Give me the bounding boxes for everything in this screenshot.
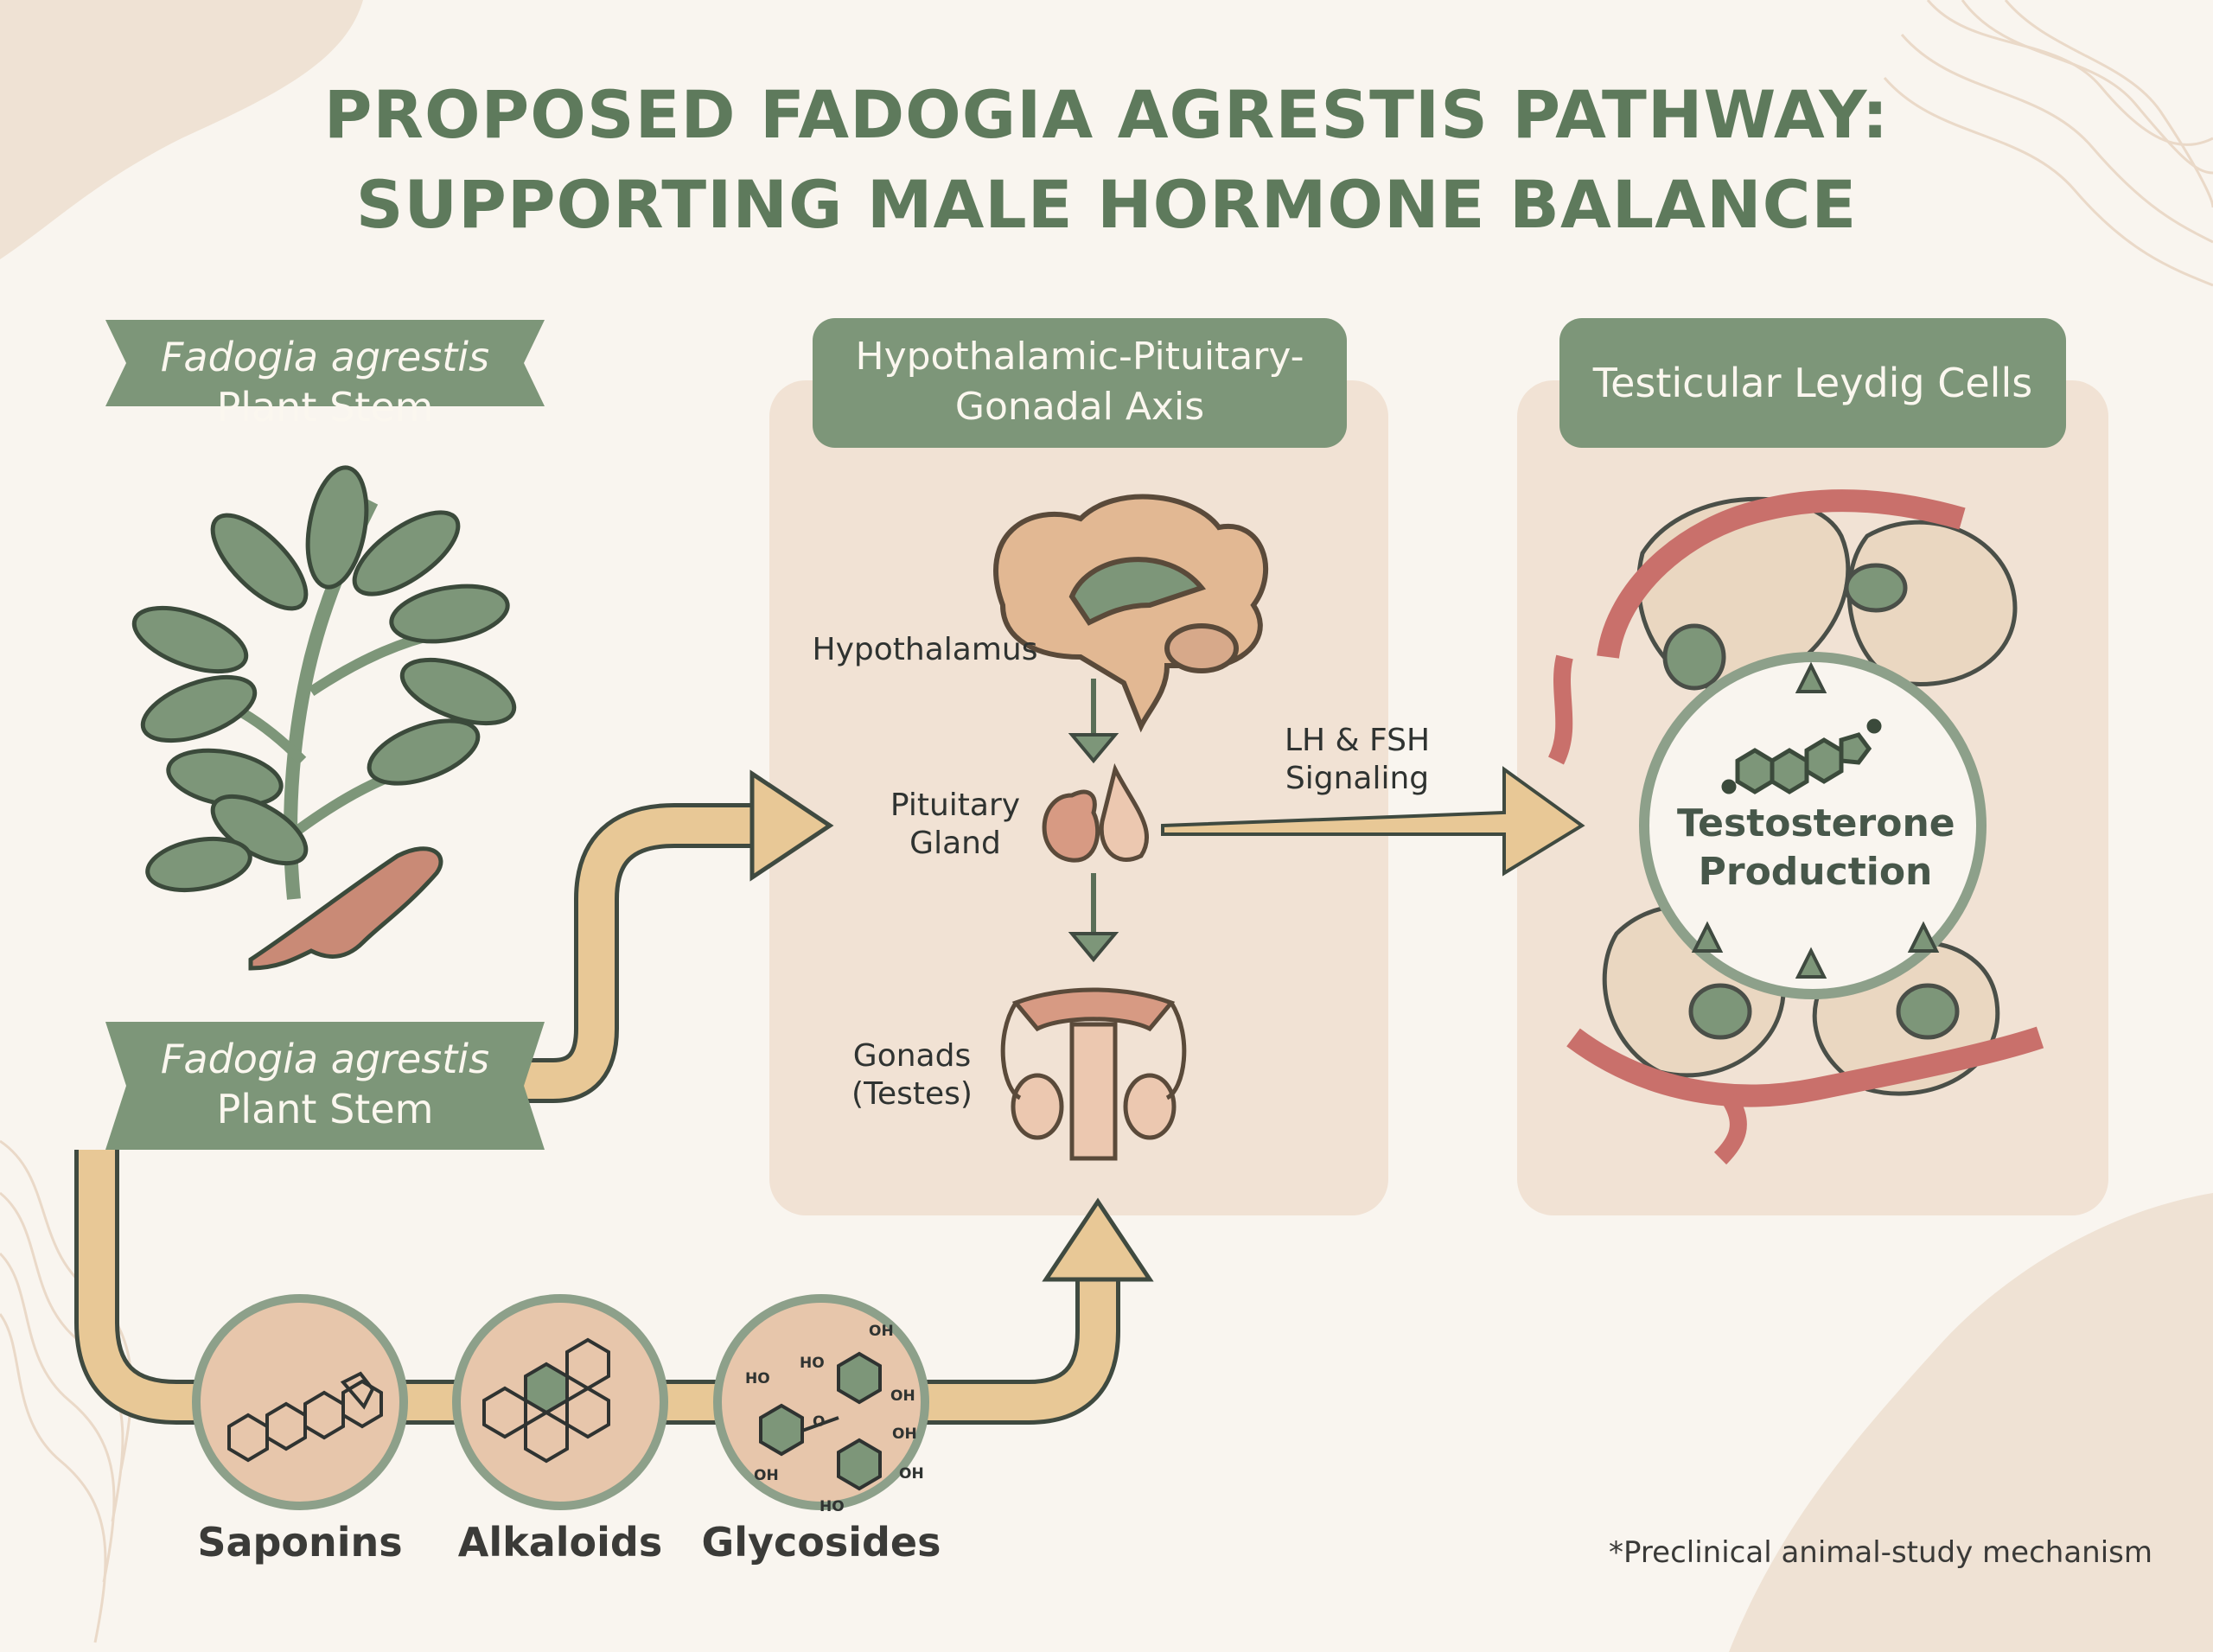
plant-illustration bbox=[131, 465, 517, 971]
glycoside-group: O bbox=[813, 1413, 825, 1431]
title-line-2: SUPPORTING MALE HORMONE BALANCE bbox=[355, 166, 1858, 243]
pituitary-gland-icon bbox=[1042, 762, 1150, 863]
glycoside-group: OH bbox=[899, 1465, 924, 1483]
title-line-1: PROPOSED FADOGIA AGRESTIS PATHWAY: bbox=[323, 76, 1890, 153]
glycoside-group: HO bbox=[745, 1370, 770, 1387]
leydig-panel-title: Testicular Leydig Cells bbox=[1592, 360, 2033, 406]
upward-arrows bbox=[1691, 661, 1940, 979]
alkaloid-structure-icon bbox=[482, 1337, 610, 1464]
leydig-title-pill bbox=[1559, 318, 2066, 448]
banner-species: Fadogia agrestis bbox=[160, 1036, 490, 1082]
glycoside-group-labels: OH HO OH HO O OH OH OH HO bbox=[745, 1323, 924, 1515]
compound-circles bbox=[192, 1294, 929, 1510]
s-curve-arrow bbox=[519, 769, 834, 1103]
top-plant-banner-shape bbox=[105, 320, 545, 406]
glycoside-group: OH bbox=[892, 1426, 917, 1443]
alkaloids-label: Alkaloids bbox=[457, 1519, 663, 1566]
glycoside-structure-icon bbox=[759, 1351, 882, 1491]
banner-part: Plant Stem bbox=[216, 384, 434, 431]
glycoside-group: HO bbox=[820, 1498, 845, 1515]
corner-blob-top-left bbox=[0, 0, 363, 259]
saponins-label: Saponins bbox=[197, 1519, 403, 1566]
testosterone-production-label: Testosterone Production bbox=[1677, 801, 1955, 894]
gonads-label: Gonads (Testes) bbox=[851, 1038, 973, 1112]
gonads-icon bbox=[1000, 987, 1187, 1161]
pituitary-label: Pituitary Gland bbox=[890, 788, 1021, 861]
glycoside-group: OH bbox=[890, 1387, 915, 1405]
hypothalamus-label: Hypothalamus bbox=[812, 632, 1038, 667]
hpg-title-pill bbox=[813, 318, 1347, 448]
lh-fsh-arrow bbox=[1161, 766, 1585, 877]
banner-part: Plant Stem bbox=[216, 1086, 434, 1132]
top-plant-banner: Fadogia agrestis Plant Stem bbox=[105, 332, 545, 432]
testosterone-circle bbox=[1639, 652, 1987, 999]
footnote: *Preclinical animal-study mechanism bbox=[1609, 1535, 2152, 1570]
banner-species: Fadogia agrestis bbox=[160, 334, 490, 380]
brain-icon bbox=[993, 494, 1269, 733]
leydig-cells-illustration bbox=[1547, 489, 2044, 1165]
hpg-panel-title: Hypothalamic-Pituitary-Gonadal Axis bbox=[855, 335, 1304, 429]
glycoside-group: HO bbox=[800, 1355, 825, 1372]
saponins-circle bbox=[192, 1294, 408, 1510]
glycoside-group: OH bbox=[869, 1323, 894, 1340]
pathway-arrowhead-up bbox=[1042, 1197, 1154, 1282]
saponin-structure-icon bbox=[227, 1371, 383, 1463]
bottom-plant-banner bbox=[105, 1022, 545, 1150]
glycoside-group: OH bbox=[754, 1467, 779, 1484]
testosterone-molecule-icon bbox=[1721, 718, 1882, 794]
bottom-plant-banner-text: Fadogia agrestis Plant Stem bbox=[105, 1034, 545, 1134]
corner-blob-bottom-right bbox=[1729, 1193, 2213, 1652]
glycosides-label: Glycosides bbox=[701, 1519, 941, 1566]
lh-fsh-label: LH & FSH Signaling bbox=[1284, 723, 1431, 796]
wavy-lines-top-right bbox=[1883, 0, 2213, 287]
